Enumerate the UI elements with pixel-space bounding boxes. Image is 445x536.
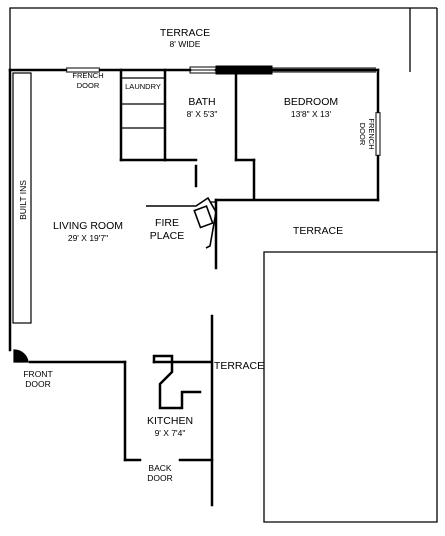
walls — [8, 68, 380, 507]
terrace-outline — [9, 7, 438, 523]
fireplace-line1: FIRE — [155, 217, 179, 229]
bath-size: 8' X 5'3" — [187, 109, 218, 119]
laundry-label: LAUNDRY — [125, 82, 161, 91]
window-top — [189, 65, 376, 75]
bath-name: BATH — [188, 96, 215, 108]
french-door-top-line1: FRENCH — [72, 71, 103, 80]
terrace-low-label: TERRACE — [214, 360, 264, 372]
living-room-size: 29' X 19'7" — [68, 233, 108, 243]
living-room-name: LIVING ROOM — [53, 220, 123, 232]
french-door-side-line1: FRENCH — [367, 118, 376, 149]
back-door-line2: DOOR — [147, 473, 173, 483]
fireplace-symbol — [146, 196, 217, 249]
terrace-top-name: TERRACE — [160, 27, 210, 39]
french-door-top-line2: DOOR — [77, 81, 100, 90]
front-door-line1: FRONT — [23, 369, 52, 379]
fireplace-line2: PLACE — [150, 230, 184, 242]
terrace-top-size: 8' WIDE — [170, 39, 201, 49]
french-door-side-symbol — [375, 112, 381, 156]
bedroom-name: BEDROOM — [284, 96, 338, 108]
built-ins — [12, 72, 32, 324]
back-door-line1: BACK — [148, 463, 171, 473]
labels: TERRACE 8' WIDE FRENCH DOOR LAUNDRY BATH… — [18, 27, 376, 483]
kitchen-size: 9' X 7'4" — [155, 428, 186, 438]
kitchen-name: KITCHEN — [147, 415, 193, 427]
built-ins-label: BUILT INS — [18, 180, 28, 220]
front-door-symbol — [13, 349, 29, 363]
terrace-mid-label: TERRACE — [293, 225, 343, 237]
bedroom-size: 13'8" X 13' — [291, 109, 332, 119]
thin-walls — [121, 77, 216, 203]
french-door-top-symbol — [66, 67, 100, 73]
french-door-side-line2: DOOR — [358, 123, 367, 146]
front-door-line2: DOOR — [25, 379, 51, 389]
